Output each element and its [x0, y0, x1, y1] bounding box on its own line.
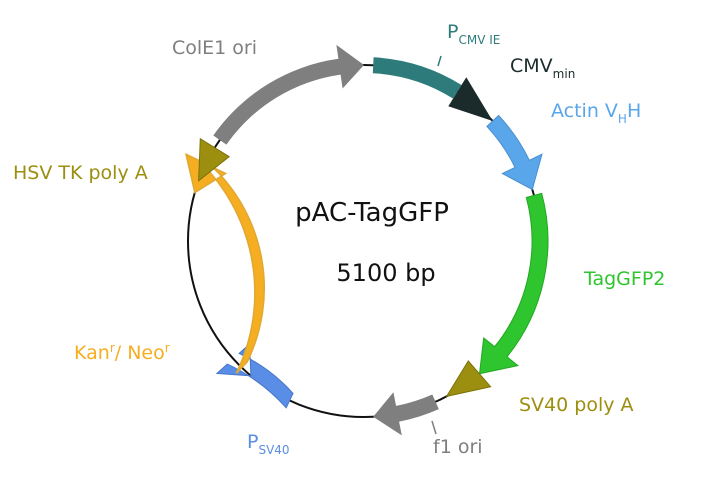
cmv-min-label: CMVmin: [510, 55, 575, 81]
p-sv40-promoter-arrow: [215, 342, 294, 409]
hsv-tk-polya-label: HSV TK poly A: [13, 162, 148, 184]
cmv-ie-label: PCMV IE: [447, 21, 500, 47]
kan-neo-label: Kanr/ Neor: [74, 341, 170, 364]
f1-ori-leader-line: [431, 420, 437, 435]
actin-vhh-arrow: [486, 114, 543, 191]
taggfp2-arrow: [478, 192, 549, 375]
kan-label-main: Kan: [74, 342, 110, 364]
f1-ori-label: f1 ori: [433, 436, 483, 458]
actin-vhh-label-suffix: H: [627, 100, 641, 122]
sv40-polya-label: SV40 poly A: [519, 394, 634, 416]
actin-vhh-label: Actin VHH: [551, 100, 641, 126]
taggfp2-label: TagGFP2: [583, 268, 665, 290]
actin-vhh-label-main: Actin V: [551, 100, 618, 122]
neo-label-main: / Neo: [115, 342, 165, 364]
f1-ori-arrow: [373, 392, 439, 436]
cmv-min-label-main: CMV: [510, 55, 553, 77]
actin-vhh-label-sub: H: [618, 112, 627, 126]
cmv-ie-leader-line: [437, 55, 442, 67]
hsv-tk-polya-triangle: [198, 137, 231, 182]
plasmid-name: pAC-TagGFP: [295, 198, 449, 228]
cmv-ie-label-sub: CMV IE: [458, 33, 500, 47]
p-sv40-label: PSV40: [247, 431, 290, 457]
kan-label-sup: r: [110, 341, 115, 355]
kan-neo-resistance-arrow: [184, 152, 266, 374]
sv40-polya-triangle: [445, 360, 492, 398]
cmv-ie-label-main: P: [447, 21, 458, 43]
plasmid-size: 5100 bp: [336, 259, 435, 287]
cmv-min-arrow: [448, 77, 493, 121]
cole1-ori-arrow: [213, 44, 364, 145]
cmv-min-label-sub: min: [553, 67, 576, 81]
neo-label-sup: r: [165, 341, 170, 355]
cmv-ie-promoter-arc: [372, 57, 462, 99]
p-sv40-label-sub: SV40: [258, 443, 289, 457]
p-sv40-label-main: P: [247, 431, 258, 453]
cole1-ori-label: ColE1 ori: [172, 37, 257, 59]
